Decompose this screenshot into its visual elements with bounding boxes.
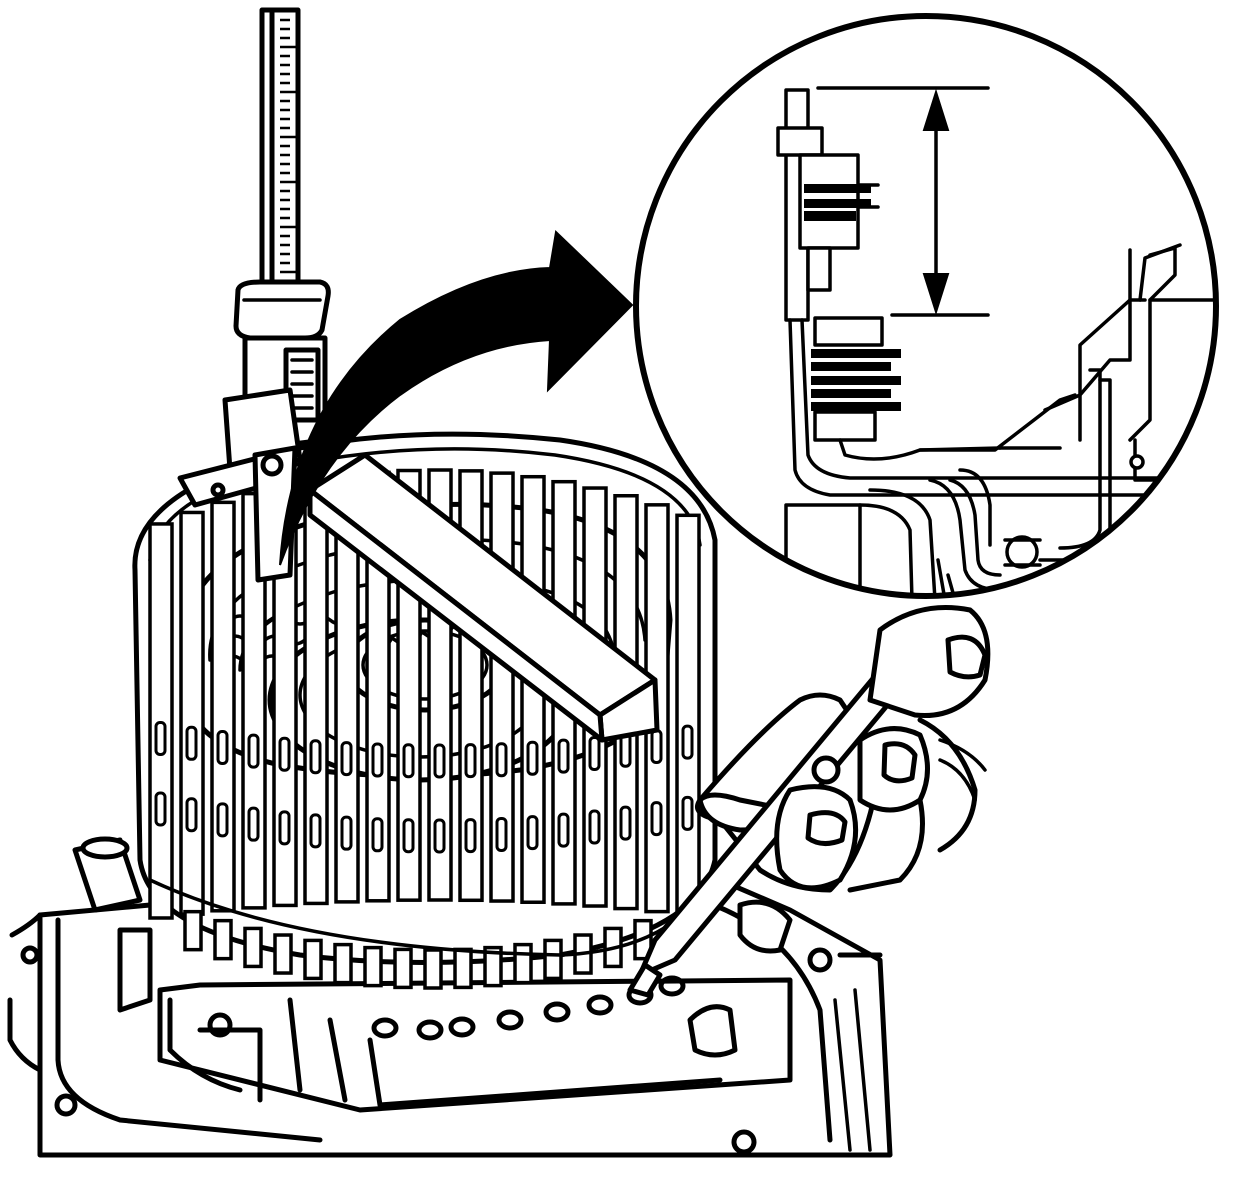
case-port-holes xyxy=(371,975,686,1041)
drum-slot xyxy=(489,471,515,903)
drum-slot-hole xyxy=(619,805,632,841)
drum-slot-hole xyxy=(216,730,229,766)
drum-slot-hole xyxy=(154,721,167,757)
drum-slot-hole xyxy=(526,740,539,776)
drum-slot-hole xyxy=(588,735,601,771)
drum-slot xyxy=(210,500,236,913)
drum-slot xyxy=(148,522,174,920)
gauge-scale-ticks xyxy=(280,18,296,283)
drum-finger xyxy=(513,942,533,985)
drum-slot-hole xyxy=(247,733,260,769)
drum-slot-hole xyxy=(557,738,570,774)
drum-finger xyxy=(423,948,443,990)
drum-slot-hole xyxy=(371,817,384,853)
drum-finger xyxy=(453,947,473,990)
drum-slot-hole xyxy=(526,815,539,851)
drum-slot-hole xyxy=(185,725,198,761)
drum-slot-hole xyxy=(154,791,167,827)
drum-slot-hole xyxy=(588,809,601,845)
drum-slot-hole xyxy=(495,816,508,852)
drum-slot-hole xyxy=(433,818,446,854)
drum-slot-hole xyxy=(278,736,291,772)
drum-slot-hole xyxy=(371,742,384,778)
drum-slot-hole xyxy=(340,741,353,777)
dimension-arrow-icon xyxy=(816,86,990,317)
drum-slot-hole xyxy=(557,812,570,848)
drum-slot xyxy=(303,478,329,906)
drum-slot-hole xyxy=(464,818,477,854)
drum-slot-hole xyxy=(340,815,353,851)
drum-finger xyxy=(363,945,383,988)
drum-finger xyxy=(213,918,233,961)
drum-finger xyxy=(483,945,503,988)
drum-finger xyxy=(243,926,263,969)
drum-slot xyxy=(179,510,205,916)
drum-slot-hole xyxy=(278,810,291,846)
drum-slot-hole xyxy=(402,818,415,854)
drum-slot-hole xyxy=(495,742,508,778)
magnify-arrow-icon xyxy=(279,229,634,566)
drum-slot-hole xyxy=(185,797,198,833)
drum-finger xyxy=(333,942,353,985)
drum-slot-hole xyxy=(402,743,415,779)
drum-slot-hole xyxy=(464,743,477,779)
drum-slot-hole xyxy=(247,806,260,842)
drum-finger xyxy=(183,909,203,952)
drum-slot-hole xyxy=(681,724,694,760)
drum-slot xyxy=(675,513,701,917)
drum-slot-hole xyxy=(309,739,322,775)
drum-slot-hole xyxy=(650,801,663,837)
drum-slot-hole xyxy=(433,743,446,779)
drum-slot-hole xyxy=(216,802,229,838)
drum-slot-hole xyxy=(309,813,322,849)
drum-fingers xyxy=(183,909,653,990)
depth-gauge-icon xyxy=(177,7,331,583)
detail-view-circle-icon xyxy=(633,13,1219,599)
drum-finger xyxy=(393,947,413,990)
drum-slot-hole xyxy=(681,795,694,831)
drum-finger xyxy=(303,938,323,981)
hand-icon xyxy=(627,605,991,998)
drum-finger xyxy=(543,938,563,981)
drum-finger xyxy=(273,933,293,975)
straight-edge-bar-icon xyxy=(307,452,660,743)
